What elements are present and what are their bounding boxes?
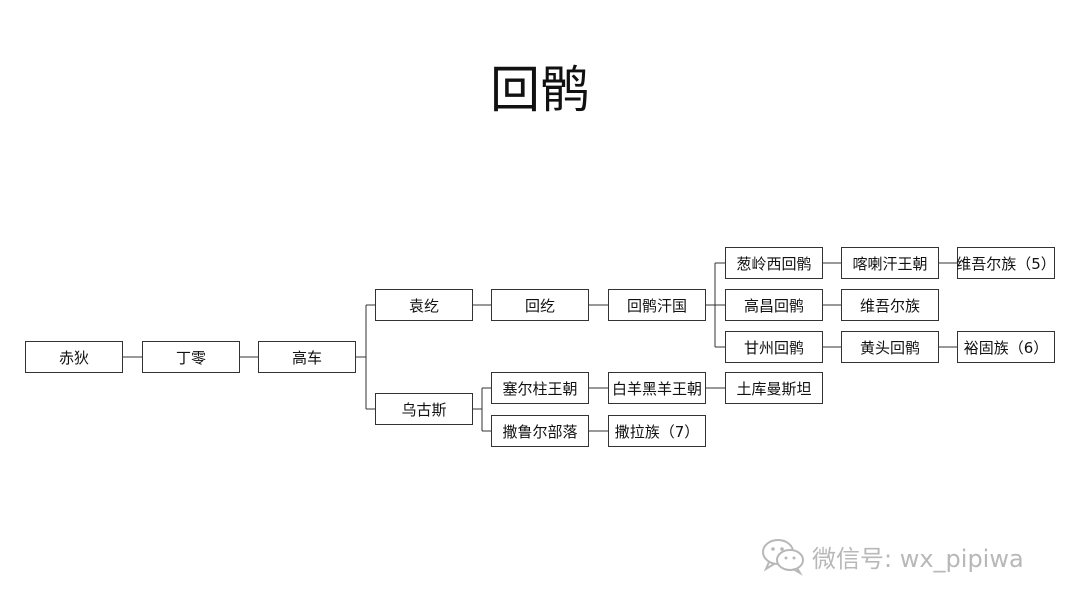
node-uyghur-5: 维吾尔族（5） [956,247,1056,279]
node-seljuk: 塞尔柱王朝 [491,372,589,404]
node-oghuz: 乌古斯 [375,393,473,425]
node-yugur-6: 裕固族（6） [957,331,1055,363]
watermark: 微信号: wx_pipiwa [760,536,1024,576]
node-gaochang-huihu: 高昌回鹘 [725,289,823,321]
node-kara-khanid: 喀喇汗王朝 [841,247,939,279]
node-uyghur: 维吾尔族 [841,289,939,321]
node-chidi: 赤狄 [25,341,123,373]
wechat-icon [762,539,804,576]
node-ganzhou-huihu: 甘州回鹘 [725,331,823,363]
node-huihe: 回纥 [491,289,589,321]
node-turkmenistan: 土库曼斯坦 [725,372,823,404]
page-title: 回鹘 [490,61,590,119]
node-salur: 撒鲁尔部落 [491,415,589,447]
node-salar-7: 撒拉族（7） [608,415,706,447]
node-yuanhe: 袁纥 [375,289,473,321]
watermark-text: 微信号: wx_pipiwa [812,544,1024,573]
node-white-black-sheep: 白羊黑羊王朝 [608,372,706,404]
node-dingling: 丁零 [142,341,240,373]
node-congling-huihu: 葱岭西回鹘 [725,247,823,279]
node-gaoche: 高车 [258,341,356,373]
node-yellow-huihu: 黄头回鹘 [841,331,939,363]
node-huihu-khanate: 回鹘汗国 [608,289,706,321]
